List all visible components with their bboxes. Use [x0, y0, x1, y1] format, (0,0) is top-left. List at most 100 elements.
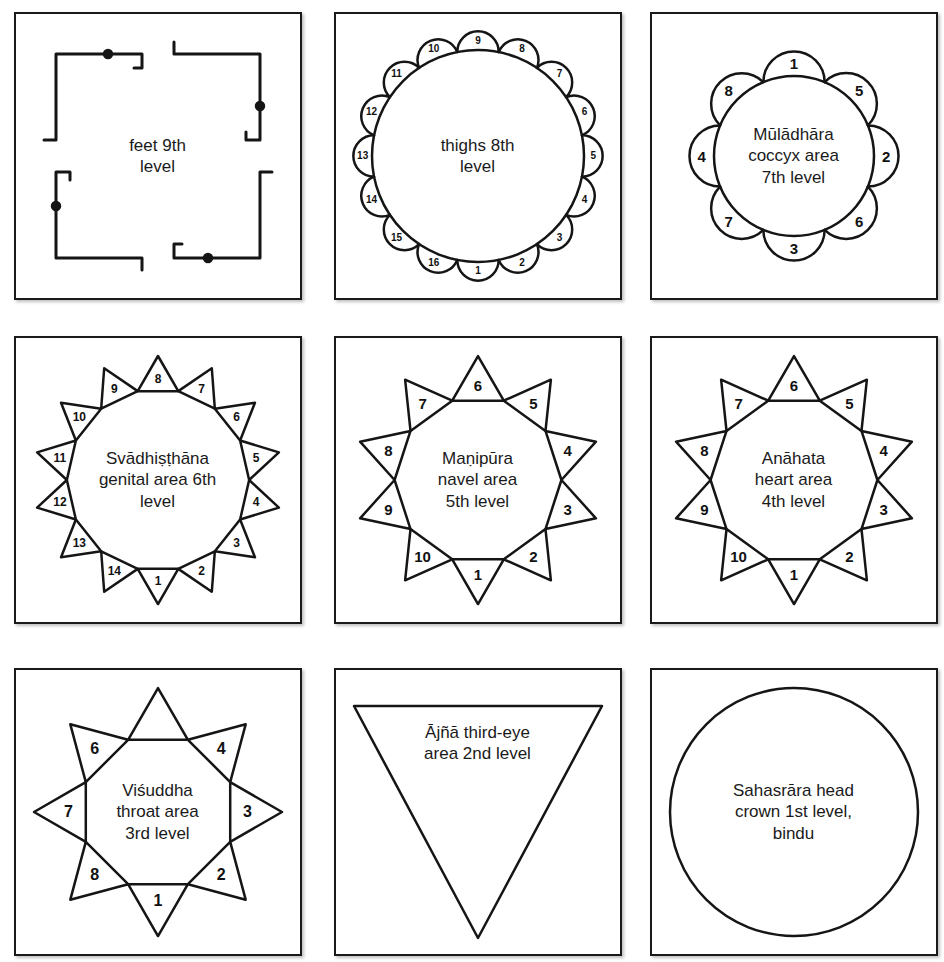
callout-number: 6 — [855, 214, 863, 229]
callout-number: 1 — [155, 575, 162, 587]
chakra-label: Maṇipūra navel area 5th level — [428, 448, 528, 512]
callout-number: 5 — [253, 452, 260, 464]
lotus-petal — [582, 135, 603, 176]
callout-number: 10 — [73, 411, 86, 423]
callout-number: 3 — [790, 241, 798, 256]
callout-number: 5 — [529, 396, 537, 411]
callout-number: 2 — [529, 549, 537, 564]
callout-number: 7 — [198, 383, 205, 395]
chakra-label: feet 9th level — [113, 135, 203, 178]
petal-triangle — [178, 368, 215, 408]
petal-triangle — [676, 480, 726, 529]
callout-number: 11 — [391, 69, 402, 79]
petal-triangle — [101, 551, 138, 591]
callout-number: 14 — [108, 565, 121, 577]
petal-triangle — [768, 559, 820, 604]
petal-triangle — [820, 380, 867, 431]
bindu-circle — [670, 688, 918, 936]
petal-triangle — [188, 842, 246, 900]
corner-bracket — [174, 172, 272, 258]
petal-triangle — [138, 569, 179, 604]
chakra-label: Anāhata heart area 4th level — [744, 448, 844, 512]
petal-triangle — [61, 520, 101, 558]
callout-number: 4 — [582, 195, 588, 205]
petal-triangle — [452, 559, 504, 604]
lotus-petal — [537, 62, 572, 97]
lotus-petal — [763, 230, 824, 261]
callout-number: 6 — [233, 411, 240, 423]
callout-number: 9 — [700, 502, 708, 517]
callout-number: 3 — [879, 502, 887, 517]
callout-number: 10 — [414, 549, 431, 564]
petal-triangle — [721, 529, 768, 580]
bracket-dot — [256, 102, 264, 110]
callout-number: 9 — [384, 502, 392, 517]
petal-triangle — [34, 782, 86, 842]
chakra-panel: Ājñā third-eye area 2nd level — [334, 668, 622, 956]
chakra-label: Sahasrāra head crown 1st level, bindu — [726, 780, 861, 844]
chakra-label: Mūlādhāra coccyx area 7th level — [739, 124, 849, 188]
yantra-outline — [16, 14, 300, 298]
chakra-label: Ājñā third-eye area 2nd level — [415, 722, 540, 765]
petal-triangle — [215, 520, 255, 558]
callout-number: 7 — [734, 396, 742, 411]
callout-number: 2 — [882, 149, 890, 164]
corner-bracket — [174, 42, 260, 140]
petal-triangle — [37, 480, 76, 520]
lotus-petal — [868, 125, 899, 186]
callout-number: 11 — [54, 452, 67, 464]
corner-bracket — [56, 172, 142, 270]
chakra-label: Svādhiṣṭhāna genital area 6th level — [98, 448, 218, 512]
callout-number: 10 — [428, 44, 439, 54]
chakra-panel: Maṇipūra navel area 5th level12345678910 — [334, 336, 622, 624]
petal-triangle — [70, 842, 128, 900]
petal-triangle — [128, 884, 188, 936]
lotus-petal — [353, 135, 374, 176]
callout-number: 6 — [474, 378, 482, 393]
callout-number: 9 — [475, 36, 481, 46]
callout-number: 4 — [698, 149, 706, 164]
callout-number: 4 — [217, 741, 226, 757]
lotus-petal — [384, 62, 419, 97]
bracket-dot — [52, 202, 60, 210]
corner-bracket — [44, 54, 142, 140]
callout-number: 3 — [557, 233, 563, 243]
callout-number: 3 — [563, 502, 571, 517]
callout-number: 14 — [366, 195, 377, 205]
lotus-petal — [763, 51, 824, 82]
yantra-outline — [336, 670, 620, 954]
callout-number: 2 — [845, 549, 853, 564]
petal-triangle — [37, 440, 76, 480]
callout-number: 1 — [474, 567, 482, 582]
callout-number: 13 — [73, 537, 86, 549]
callout-number: 1 — [154, 893, 163, 909]
petal-triangle — [504, 380, 551, 431]
petal-triangle — [188, 724, 246, 782]
lotus-petal — [689, 125, 720, 186]
callout-number: 8 — [519, 44, 525, 54]
petal-triangle — [820, 529, 867, 580]
callout-number: 8 — [155, 373, 162, 385]
petal-triangle — [215, 403, 255, 441]
petal-triangle — [545, 431, 595, 480]
callout-number: 2 — [198, 565, 205, 577]
petal-triangle — [230, 782, 282, 842]
petal-triangle — [240, 480, 279, 520]
chakra-panel: Sahasrāra head crown 1st level, bindu — [650, 668, 938, 956]
petal-triangle — [545, 480, 595, 529]
chakra-panel: Viśuddha throat area 3rd level1234678 — [14, 668, 302, 956]
lotus-petal — [711, 73, 763, 125]
callout-number: 8 — [384, 443, 392, 458]
lotus-petal — [457, 31, 498, 52]
callout-number: 12 — [366, 107, 377, 117]
callout-number: 4 — [563, 443, 571, 458]
petal-triangle — [721, 380, 768, 431]
bracket-dot — [204, 254, 212, 262]
callout-number: 6 — [582, 107, 588, 117]
callout-number: 8 — [725, 83, 733, 98]
lotus-petal — [418, 39, 458, 68]
lotus-petal — [566, 96, 595, 136]
lotus-petal — [418, 244, 458, 273]
petal-triangle — [101, 368, 138, 408]
petal-triangle — [360, 431, 410, 480]
